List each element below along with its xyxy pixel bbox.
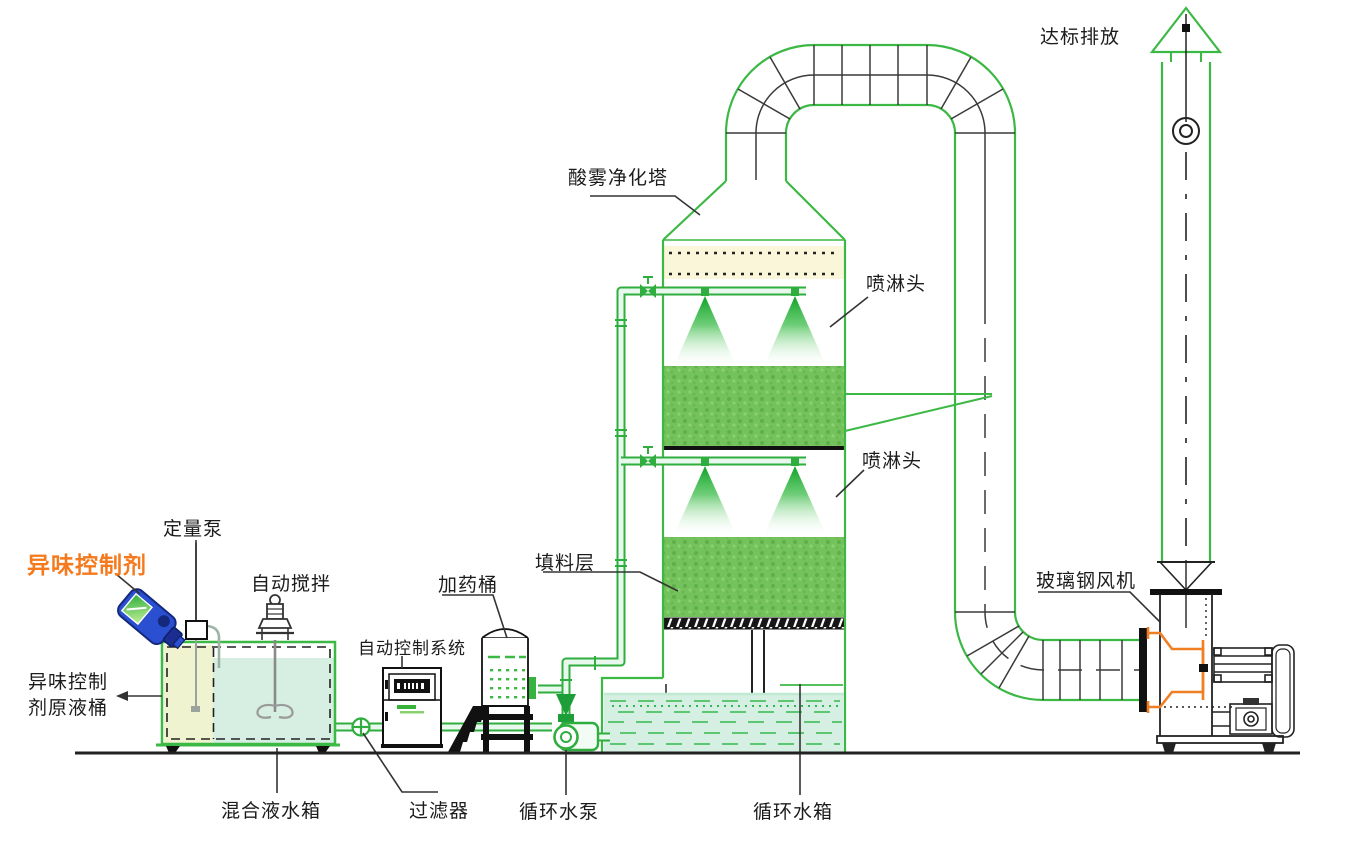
- chimney-stack: [1149, 6, 1223, 628]
- label-circulating-pump: 循环水泵: [519, 802, 600, 823]
- packing-layer-upper: [664, 366, 844, 446]
- spray-nozzle-icon: [701, 288, 709, 296]
- control-cabinet: [381, 667, 443, 748]
- label-spray-head-upper: 喷淋头: [866, 274, 927, 295]
- label-tower: 酸雾净化塔: [568, 168, 669, 189]
- spray-cone: [763, 296, 827, 368]
- mixing-tank: [117, 543, 340, 753]
- spray-cone: [673, 466, 737, 537]
- fan-motor: [1212, 644, 1295, 738]
- packing-layer-lower: [664, 537, 844, 617]
- label-spray-head-lower: 喷淋头: [862, 451, 923, 472]
- label-packing-layer: 填料层: [535, 553, 596, 574]
- label-discharge: 达标排放: [1040, 27, 1121, 48]
- header-valve-icon: [640, 276, 656, 298]
- circulating-water-tank: [600, 676, 844, 752]
- duct-flange: [1139, 628, 1147, 712]
- stirrer: [256, 594, 294, 719]
- arrowhead-icon: [116, 691, 128, 701]
- label-agent-stock-tank: 异味控制 剂原液桶: [28, 670, 108, 721]
- label-agent-stock-tank-line1: 异味控制: [28, 672, 109, 693]
- barrel-outlet-flange: [529, 677, 536, 699]
- cabinet-logo: [397, 705, 424, 714]
- tank-foot: [316, 746, 330, 753]
- agent-bottle: [117, 588, 186, 650]
- label-odor-control-agent: 异味控制剂: [27, 552, 147, 578]
- barrel-perforations: [486, 663, 525, 703]
- spray-nozzle-icon: [791, 458, 799, 466]
- check-valve-icon: [556, 694, 576, 716]
- fan-inlet-cone: [1146, 627, 1205, 713]
- filter-valve-icon: [351, 717, 371, 737]
- dosing-piping: [335, 276, 806, 737]
- ladder-icon: [448, 706, 484, 752]
- mixed-water: [213, 658, 334, 743]
- label-metering-pump: 定量泵: [163, 519, 224, 540]
- label-agent-stock-tank-line2: 剂原液桶: [28, 697, 109, 719]
- label-circulating-tank: 循环水箱: [753, 802, 834, 823]
- demister-band: [664, 246, 844, 279]
- label-frp-fan: 玻璃钢风机: [1036, 571, 1137, 592]
- label-auto-control-system: 自动控制系统: [358, 639, 466, 658]
- spray-cone: [673, 296, 737, 368]
- label-dosing-barrel: 加药桶: [438, 575, 499, 596]
- label-filter: 过滤器: [409, 801, 470, 822]
- label-mixing-tank: 混合液水箱: [221, 801, 322, 822]
- purification-tower: [661, 180, 993, 752]
- leader-lines: [115, 195, 1161, 795]
- frp-fan: [1139, 594, 1295, 753]
- spray-nozzle-icon: [791, 288, 799, 296]
- spray-nozzle-icon: [701, 458, 709, 466]
- packing-support-grate: [663, 617, 846, 630]
- exhaust-duct: [724, 43, 1142, 702]
- header-valve-icon: [640, 446, 656, 468]
- circulating-pump: [553, 721, 600, 752]
- label-auto-stirring: 自动搅拌: [251, 574, 332, 595]
- spray-cone: [763, 466, 827, 537]
- tank-foot: [166, 746, 180, 753]
